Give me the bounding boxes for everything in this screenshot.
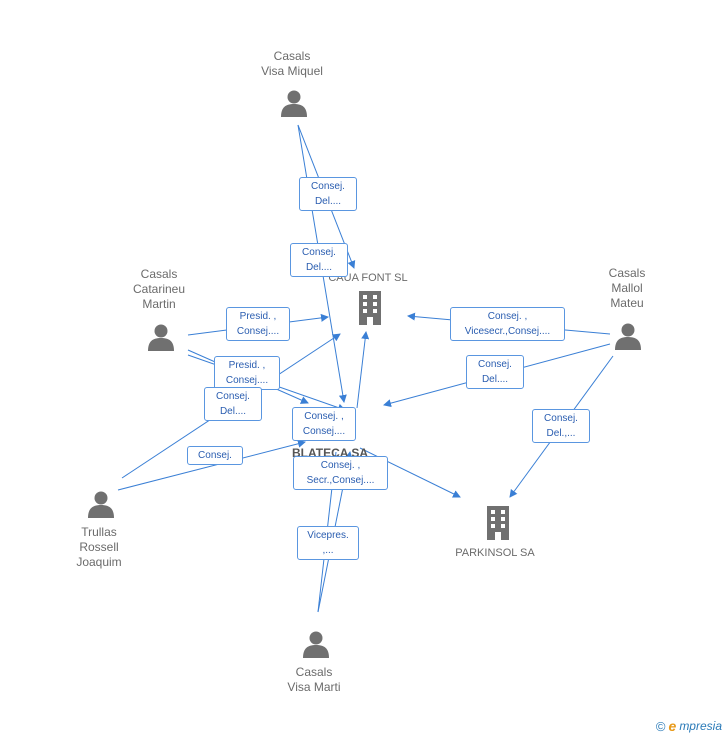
company-label-parkinsol[interactable]: PARKINSOL SA: [455, 547, 535, 559]
person-label-mallol[interactable]: Casals Mallol Mateu: [608, 266, 646, 310]
brand-logo-letter: e: [668, 718, 677, 734]
company-label-caua-font[interactable]: CAUA FONT SL: [328, 272, 408, 284]
role-box[interactable]: Consej. , Vicesecr.,Consej....: [450, 307, 565, 341]
role-box[interactable]: Consej. Del....: [290, 243, 348, 277]
role-box[interactable]: Consej. , Secr.,Consej....: [293, 456, 388, 490]
role-box[interactable]: Consej.: [187, 446, 243, 465]
person-icon[interactable]: [302, 630, 330, 658]
person-label-catarineu[interactable]: Casals Catarineu Martin: [132, 267, 186, 311]
copyright-symbol: ©: [655, 718, 666, 734]
edge-trullas-blateca: [117, 439, 306, 491]
role-box[interactable]: Consej. Del....: [299, 177, 357, 211]
role-box[interactable]: Consej. Del.,...: [532, 409, 590, 443]
role-box[interactable]: Consej. , Consej....: [292, 407, 356, 441]
person-icon[interactable]: [280, 89, 308, 117]
person-icon[interactable]: [147, 323, 175, 351]
brand-logo-text: mpresia: [679, 719, 722, 733]
person-label-visa-miquel[interactable]: Casals Visa Miquel: [261, 49, 323, 78]
role-box[interactable]: Presid. , Consej....: [214, 356, 280, 390]
edge-blateca-cauafont: [356, 331, 370, 409]
role-box[interactable]: Consej. Del....: [204, 387, 262, 421]
person-icon[interactable]: [87, 490, 115, 518]
person-label-trullas[interactable]: Trullas Rossell Joaquim: [76, 525, 122, 569]
role-box[interactable]: Presid. , Consej....: [226, 307, 290, 341]
building-icon[interactable]: [483, 506, 513, 540]
role-box[interactable]: Consej. Del....: [466, 355, 524, 389]
building-icon[interactable]: [355, 291, 385, 325]
person-icon[interactable]: [614, 322, 642, 350]
role-box[interactable]: Vicepres. ,...: [297, 526, 359, 560]
person-label-visa-marti[interactable]: Casals Visa Marti: [287, 665, 341, 694]
